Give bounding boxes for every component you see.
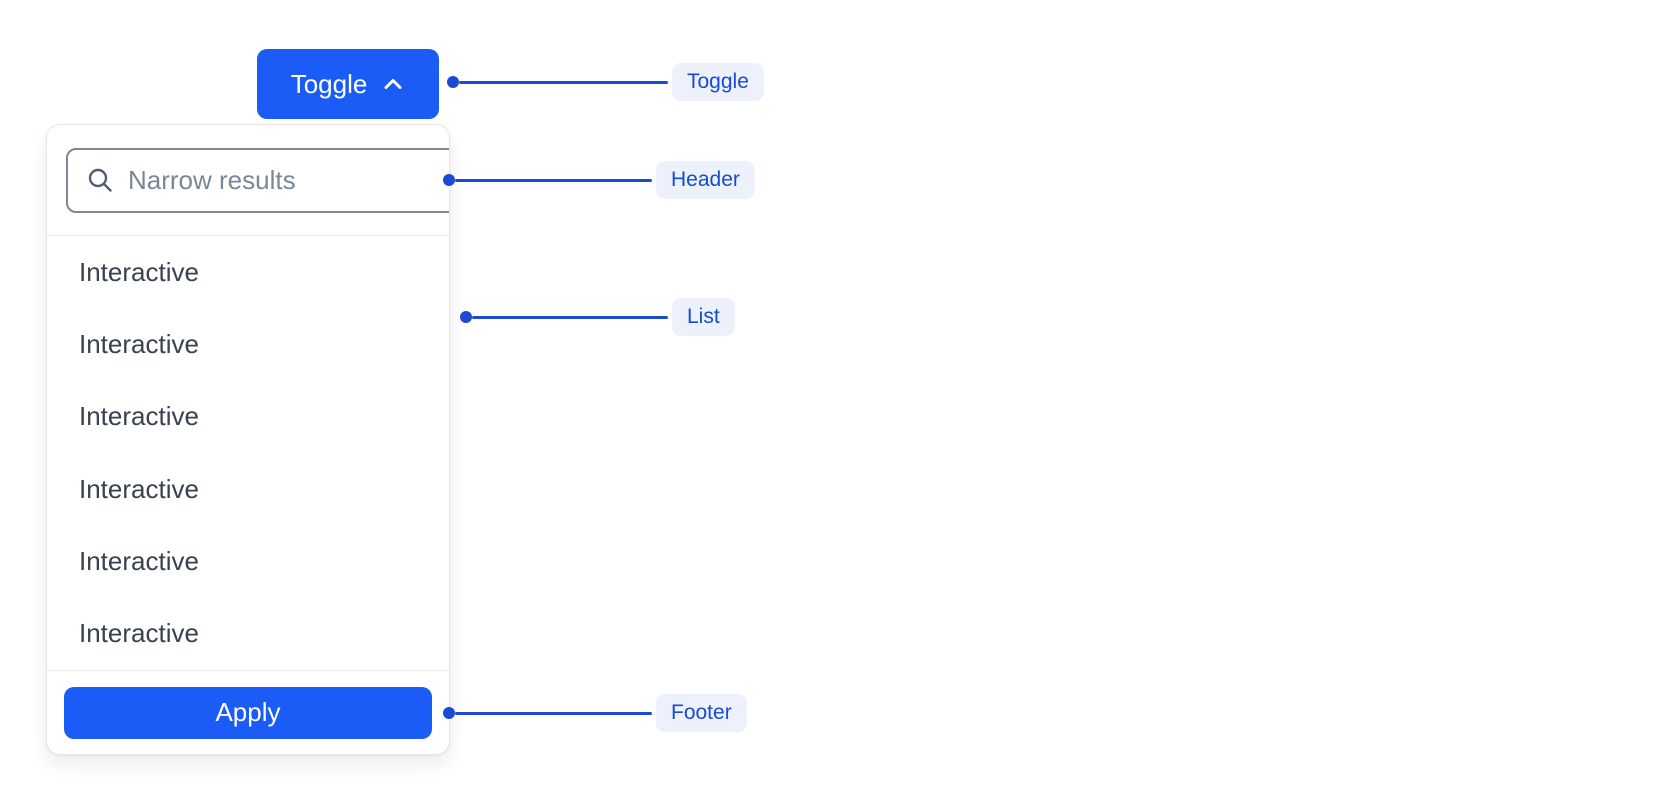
toggle-button-label: Toggle bbox=[290, 68, 368, 99]
annotation-label-header: Header bbox=[656, 161, 755, 199]
list-item[interactable]: Interactive bbox=[79, 328, 199, 359]
callout-header: Header bbox=[443, 161, 755, 199]
list-item[interactable]: Interactive bbox=[79, 473, 199, 504]
connector-dot-icon bbox=[460, 311, 472, 323]
callout-list: List bbox=[460, 298, 735, 336]
list-item[interactable]: Interactive bbox=[79, 401, 199, 432]
dropdown-header bbox=[47, 125, 449, 236]
search-input[interactable] bbox=[128, 164, 449, 196]
dropdown-footer: Apply bbox=[47, 670, 449, 754]
annotation-label-toggle: Toggle bbox=[672, 63, 764, 101]
connector-line bbox=[459, 80, 668, 84]
connector-line bbox=[472, 315, 668, 319]
search-icon bbox=[86, 166, 114, 194]
list-item[interactable]: Interactive bbox=[79, 256, 199, 287]
toggle-button[interactable]: Toggle bbox=[257, 49, 439, 119]
annotation-label-list: List bbox=[672, 298, 735, 336]
list-item[interactable]: Interactive bbox=[79, 545, 199, 576]
annotation-label-footer: Footer bbox=[656, 694, 747, 732]
callout-footer: Footer bbox=[443, 694, 747, 732]
connector-dot-icon bbox=[447, 76, 459, 88]
chevron-up-icon bbox=[381, 72, 405, 96]
list-item[interactable]: Interactive bbox=[79, 618, 199, 649]
apply-button[interactable]: Apply bbox=[64, 686, 432, 739]
connector-line bbox=[455, 711, 652, 715]
dropdown-panel: InteractiveInteractiveInteractiveInterac… bbox=[46, 124, 450, 755]
callout-toggle: Toggle bbox=[447, 63, 764, 101]
connector-line bbox=[455, 178, 652, 182]
search-box[interactable] bbox=[66, 147, 449, 213]
